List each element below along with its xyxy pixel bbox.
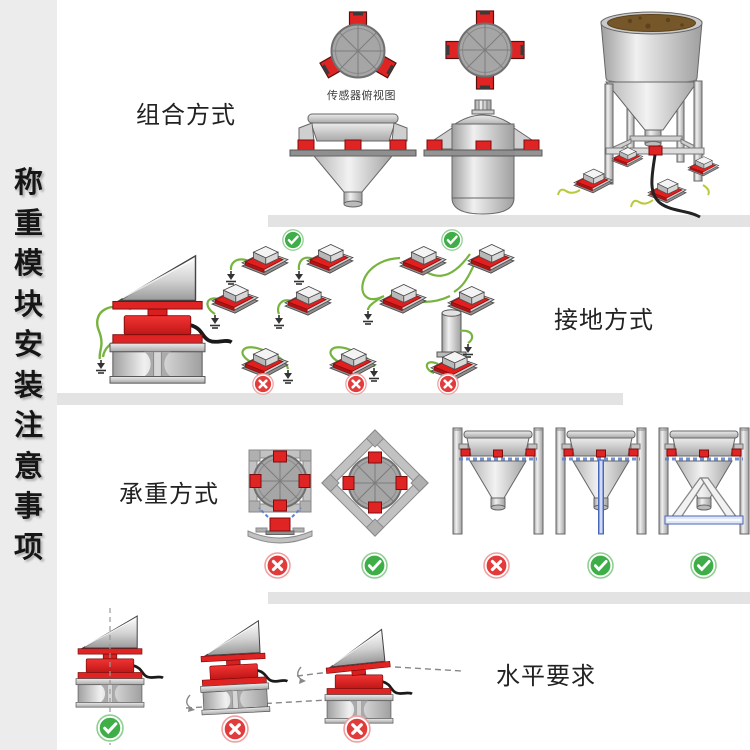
correct-mark	[361, 552, 388, 579]
divider-bar-1	[268, 215, 750, 227]
divider-bar-3	[268, 592, 750, 604]
correct-mark	[587, 552, 614, 579]
grounded-module-large	[95, 255, 234, 386]
correct-mark	[96, 714, 124, 742]
silo-on-stand	[557, 11, 720, 219]
wrong-mark	[252, 373, 274, 395]
title-char: 装	[13, 369, 43, 402]
title-char: 称	[13, 167, 43, 199]
wrong-mark	[483, 552, 510, 579]
section-label-load-bearing: 承重方式	[119, 481, 219, 508]
hopper-center-post	[554, 426, 648, 536]
hopper-unsupported	[451, 426, 545, 536]
sensor-top-view-4pt	[445, 10, 525, 90]
correct-mark	[282, 229, 304, 251]
title-char: 注	[13, 410, 43, 442]
hopper-braced	[657, 426, 750, 536]
grounding-correct-chained	[361, 244, 515, 325]
section-label-combination: 组合方式	[136, 102, 236, 129]
sensor-top-view-caption: 传感器俯视图	[327, 90, 396, 102]
title-char: 意	[13, 450, 43, 483]
correct-mark	[441, 229, 463, 251]
tank-on-modules	[423, 99, 543, 215]
title-char: 重	[13, 207, 43, 240]
wrong-mark	[264, 552, 291, 579]
grounding-correct-individual	[206, 244, 354, 329]
section-label-level: 水平要求	[496, 663, 596, 690]
title-char: 项	[13, 531, 43, 564]
title-char: 安	[13, 329, 43, 361]
load-square-frame	[247, 449, 313, 544]
grounding-wrong-column	[425, 309, 478, 381]
level-wrong-tilted-base	[185, 619, 346, 717]
sidebar-strip	[0, 0, 57, 750]
title-char: 模	[13, 248, 43, 280]
wrong-mark	[221, 715, 249, 743]
wrong-mark	[343, 715, 371, 743]
level-correct-module	[74, 608, 165, 745]
sensor-top-view-3pt	[319, 11, 397, 79]
hopper-on-modules	[289, 113, 417, 208]
correct-mark	[690, 552, 717, 579]
load-diamond-frame	[321, 429, 429, 537]
title-char: 块	[13, 288, 43, 321]
section-label-grounding: 接地方式	[554, 307, 654, 334]
wrong-mark	[437, 373, 459, 395]
vertical-title: 称 重 模 块 安 装 注 意 事 项	[0, 163, 57, 568]
level-wrong-tilted-top	[296, 628, 463, 725]
wrong-mark	[345, 373, 367, 395]
divider-bar-2	[57, 393, 623, 405]
title-char: 事	[13, 491, 43, 523]
grounding-wrong-loop-2	[329, 346, 380, 382]
grounding-wrong-loop-1	[241, 346, 294, 384]
